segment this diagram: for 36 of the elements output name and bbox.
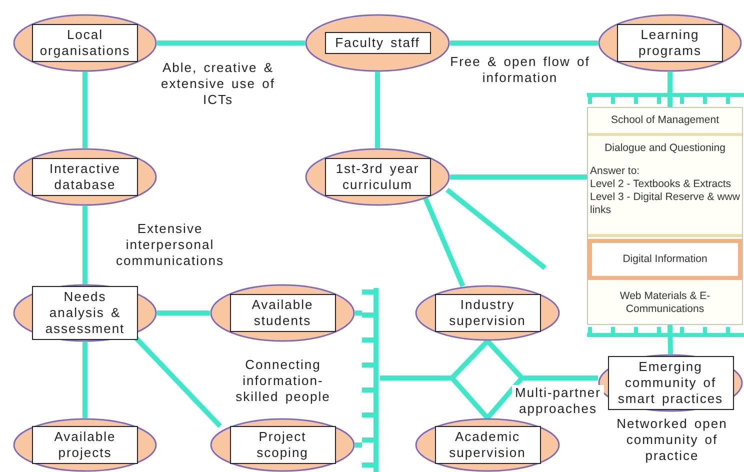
info-panel	[587, 107, 743, 325]
panel-text: Level 2 - Textbooks & Extracts	[589, 178, 732, 191]
panel-text: Web Materials & E-Communications	[618, 289, 712, 317]
node-label: Local organisations	[32, 24, 138, 62]
panel-text: Answer to:	[589, 165, 641, 178]
connector-line	[375, 72, 380, 148]
connector-line	[82, 72, 88, 148]
node-label: Needs analysis & assessment	[32, 286, 138, 340]
edge-label: Multi-partner approaches	[512, 385, 604, 417]
panel-text: Level 3 - Digital Reserve & www links	[589, 191, 741, 217]
node-label: Emerging community of smart practices	[608, 356, 734, 410]
node-label: Academic supervision	[434, 426, 540, 464]
connector-line	[354, 442, 362, 448]
connector-line	[423, 196, 466, 288]
node-label: Available projects	[32, 426, 138, 464]
connector-line	[355, 310, 362, 316]
sub-box: Digital Information	[588, 239, 742, 280]
node-label: Project scoping	[230, 426, 336, 464]
connector-line	[668, 324, 673, 354]
connector-line	[82, 342, 88, 418]
connector-line	[82, 206, 88, 284]
node-label: Industry supervision	[434, 294, 540, 332]
connector-line	[134, 336, 222, 428]
connector-line	[157, 310, 210, 316]
connector-line	[450, 40, 598, 46]
node-label: Interactive database	[32, 158, 138, 196]
connector-line	[157, 40, 305, 46]
node-label: Available students	[230, 294, 336, 332]
connector-line	[446, 188, 547, 270]
connector-line	[668, 72, 672, 107]
node-label: Learning programs	[617, 24, 723, 62]
panel-heading: School of Management	[588, 108, 742, 136]
node-label: Faculty staff	[324, 32, 430, 54]
panel-subheading: Dialogue and Questioning	[604, 141, 726, 156]
connector-line	[450, 174, 587, 180]
node-label: 1st-3rd year curriculum	[324, 158, 430, 196]
